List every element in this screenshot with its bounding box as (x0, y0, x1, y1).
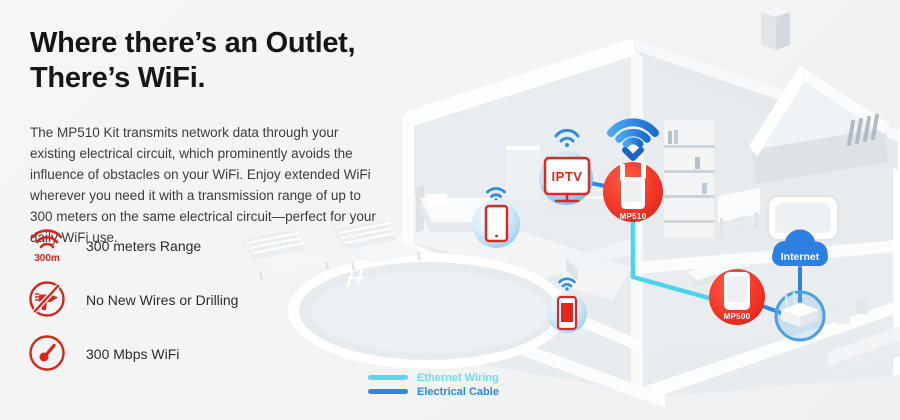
feature-label: No New Wires or Drilling (86, 292, 239, 308)
legend-electrical: Electrical Cable (368, 385, 499, 398)
feature-speed: 300 Mbps WiFi (26, 332, 238, 376)
wiring-legend: Ethernet Wiring Electrical Cable (368, 371, 499, 399)
dormer-vents (846, 113, 880, 147)
wifi-icon (558, 277, 576, 291)
lounger (332, 220, 424, 271)
iptv-label: IPTV (552, 169, 583, 184)
internet-cloud: Internet (772, 229, 828, 266)
hero-copy: Where there’s an Outlet, There’s WiFi. T… (30, 26, 390, 248)
wifi-icon (554, 128, 580, 147)
dormer (749, 66, 890, 184)
feature-label: 300 meters Range (86, 238, 202, 254)
feature-list: 300m 300 meters Range No New Wires or Dr… (26, 224, 238, 386)
no-drill-icon (29, 281, 65, 317)
page-title: Where there’s an Outlet, There’s WiFi. (30, 26, 390, 97)
chimney (761, 7, 790, 50)
phone-device (547, 277, 587, 333)
legend-label: Ethernet Wiring (417, 371, 499, 384)
ethernet-wiring-line (630, 219, 712, 301)
lounger (240, 230, 332, 281)
bookshelf (664, 120, 714, 238)
speedometer-icon (29, 335, 65, 371)
pool (288, 253, 568, 369)
wifi-range-icon: 300m (31, 229, 63, 264)
title-line2: There’s WiFi. (30, 62, 206, 95)
kitchen-counter (566, 240, 640, 282)
desk (718, 188, 760, 235)
tablet-device (472, 187, 520, 248)
legend-label: Electrical Cable (417, 385, 499, 398)
iptv-device: IPTV (539, 128, 593, 205)
stools (836, 298, 868, 324)
feature-no-drill: No New Wires or Drilling (26, 278, 238, 322)
hero-description: The MP510 Kit transmits network data thr… (30, 124, 376, 245)
electrical-swatch (368, 389, 408, 394)
wardrobe (506, 146, 540, 200)
internet-label: Internet (781, 251, 820, 263)
ethernet-swatch (368, 375, 408, 380)
router (774, 290, 826, 342)
mp510-device: MP510 (603, 162, 663, 222)
wifi-signal-icon (607, 118, 659, 161)
feature-label: 300 Mbps WiFi (86, 346, 180, 362)
bathtub (767, 195, 839, 241)
mp500-label: MP500 (724, 312, 751, 321)
mp510-label: MP510 (620, 212, 647, 221)
range-badge: 300m (34, 253, 60, 264)
mp500-device: MP500 (709, 269, 765, 325)
title-line1: Where there’s an Outlet, (30, 27, 356, 59)
feature-range: 300m 300 meters Range (26, 224, 238, 268)
legend-ethernet: Ethernet Wiring (368, 371, 499, 384)
